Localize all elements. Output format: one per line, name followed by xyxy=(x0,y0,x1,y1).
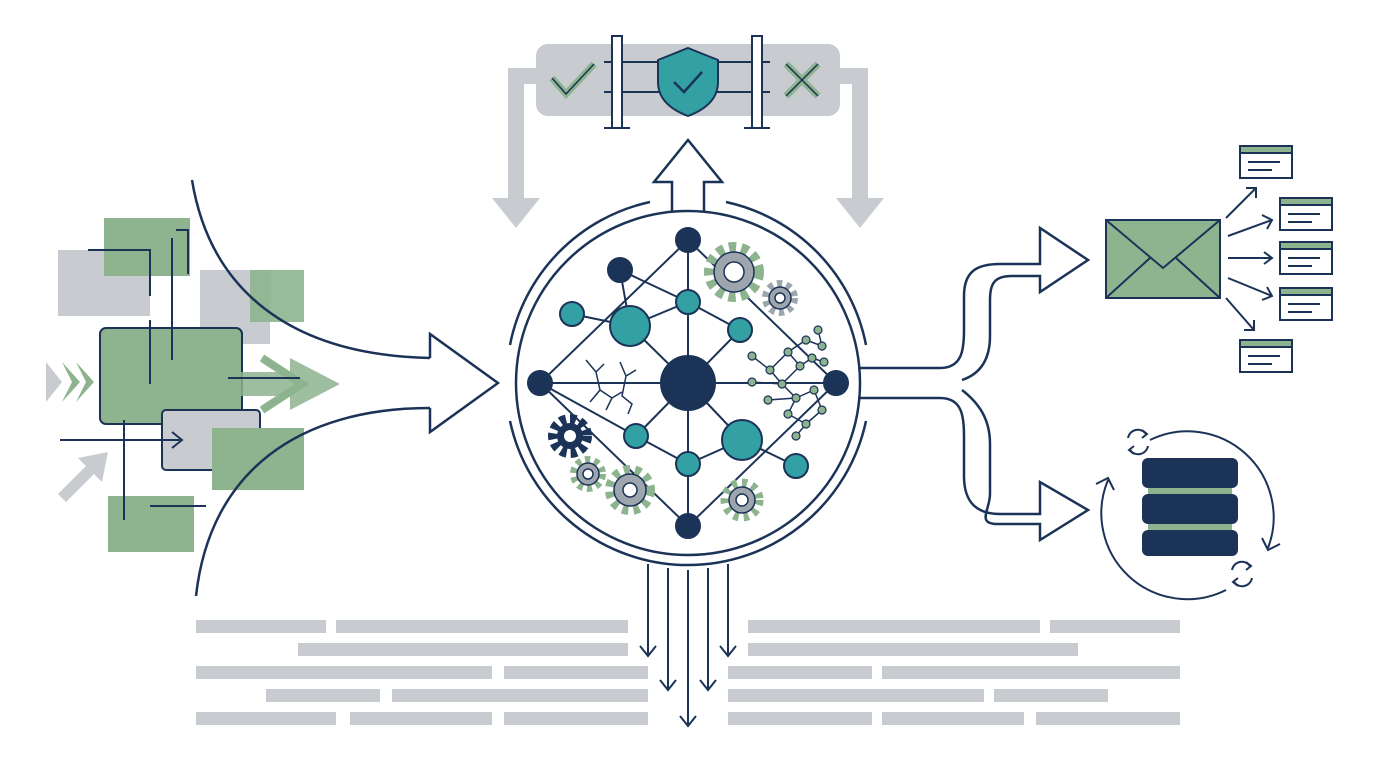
gear-icon xyxy=(605,465,655,515)
tree-pattern xyxy=(585,359,637,415)
up-arrow-icon xyxy=(651,138,725,212)
node xyxy=(527,370,553,396)
node xyxy=(675,513,701,539)
node xyxy=(721,419,763,461)
text-line-placeholders xyxy=(196,620,1180,725)
node xyxy=(607,257,633,283)
input-blocks xyxy=(46,218,340,552)
document-icon xyxy=(1279,287,1333,321)
envelope-icon xyxy=(1105,219,1221,299)
green-arrow-icon xyxy=(232,358,340,410)
node xyxy=(623,423,649,449)
node xyxy=(675,289,701,315)
document-icon xyxy=(1239,145,1293,179)
node xyxy=(823,370,849,396)
funnel-curves xyxy=(190,179,501,597)
validation-gate xyxy=(492,35,884,228)
green-block xyxy=(212,428,304,490)
gear-icon xyxy=(704,242,764,302)
gray-down-arrow-icon xyxy=(836,198,884,228)
shield-check-icon xyxy=(657,46,719,118)
output-branches xyxy=(858,225,1091,543)
document-icon xyxy=(1239,339,1293,373)
gear-icon xyxy=(570,456,606,492)
node xyxy=(675,227,701,253)
gear-icon xyxy=(720,478,764,522)
processing-engine xyxy=(508,200,868,567)
chevron-icon xyxy=(46,362,62,402)
chevron-icon xyxy=(62,362,80,402)
document-icon xyxy=(1279,241,1333,275)
node xyxy=(783,453,809,479)
gear-icon xyxy=(548,414,592,458)
central-hub-node xyxy=(660,355,716,411)
fanout-arrows xyxy=(1225,187,1274,331)
refresh-icon xyxy=(1127,428,1149,456)
gear-icon xyxy=(762,280,798,316)
gray-down-arrow-icon xyxy=(492,198,540,228)
refresh-icon xyxy=(1231,560,1253,588)
node xyxy=(609,305,651,347)
chevron-icon xyxy=(76,362,94,402)
diagonal-arrow-icon xyxy=(58,452,108,502)
document-icon xyxy=(1279,197,1333,231)
document-cards xyxy=(1239,145,1333,373)
node xyxy=(727,317,753,343)
green-block xyxy=(104,218,190,276)
database-sync-icon xyxy=(1095,428,1281,601)
node xyxy=(559,301,585,327)
database-icon xyxy=(1142,458,1238,556)
green-block xyxy=(250,270,304,322)
bottom-arrows xyxy=(639,564,737,728)
mesh-pattern xyxy=(747,325,829,441)
node xyxy=(675,451,701,477)
green-block xyxy=(108,496,194,552)
